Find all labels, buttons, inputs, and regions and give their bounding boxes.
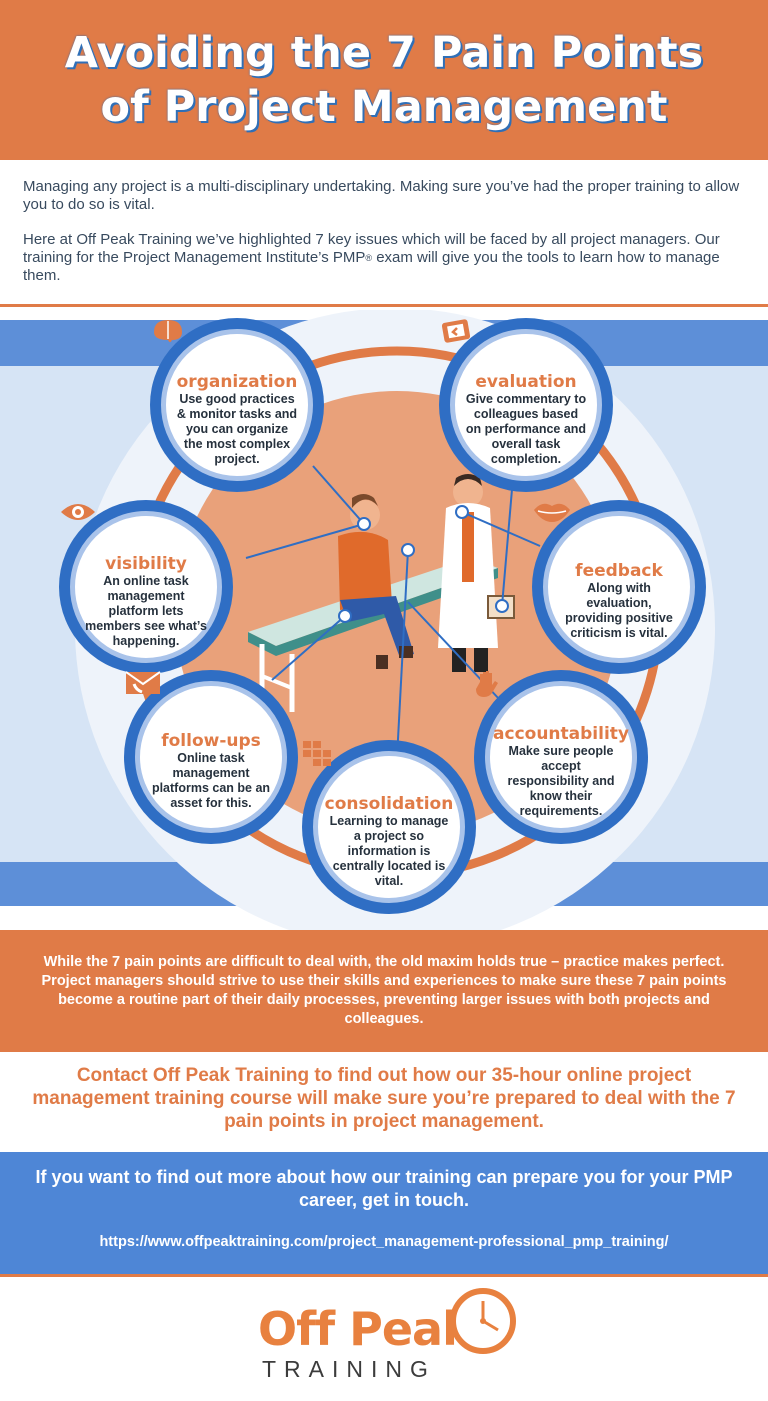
clock-icon	[450, 1288, 516, 1354]
pain-point-description: An online task management platform lets …	[85, 573, 207, 648]
off-peak-training-logo: Off Peak TRAINING	[240, 1282, 540, 1397]
pain-point-heading: visibility	[105, 553, 187, 574]
pain-point-heading: evaluation	[475, 371, 577, 392]
pain-point-feedback: feedback Along with evaluation, providin…	[532, 500, 706, 674]
pain-point-description: Make sure people accept responsibility a…	[507, 743, 615, 818]
divider	[0, 1274, 768, 1277]
pain-point-description: Along with evaluation, providing positiv…	[565, 581, 673, 640]
intro-paragraph-2-text: Here at Off Peak Training we’ve highligh…	[23, 231, 720, 266]
pain-point-heading: consolidation	[324, 793, 454, 814]
pain-point-accountability: accountability Make sure people accept r…	[474, 670, 648, 844]
logo-subtitle: TRAINING	[262, 1356, 436, 1382]
contact-text: Contact Off Peak Training to find out ho…	[32, 1065, 736, 1132]
website-link[interactable]: https://www.offpeaktraining.com/project_…	[99, 1234, 669, 1250]
intro-section: Managing any project is a multi-discipli…	[23, 178, 745, 302]
cta-text: If you want to find out more about how o…	[35, 1167, 733, 1210]
logo-wordmark: Off Peak	[258, 1302, 473, 1356]
summary-text: While the 7 pain points are difficult to…	[41, 954, 727, 1027]
pain-point-description: Learning to manage a project so informat…	[329, 813, 449, 888]
pain-point-follow-ups: follow-ups Online task management platfo…	[124, 670, 298, 844]
divider	[0, 304, 768, 307]
cta-band: If you want to find out more about how o…	[0, 1152, 768, 1274]
pain-point-description: Online task management platforms can be …	[151, 751, 271, 810]
page-title: Avoiding the 7 Pain Points of Project Ma…	[64, 28, 704, 132]
registered-mark: ®	[365, 253, 373, 263]
intro-paragraph-2: Here at Off Peak Training we’ve highligh…	[23, 231, 745, 285]
header-banner: Avoiding the 7 Pain Points of Project Ma…	[0, 0, 768, 160]
intro-paragraph-1: Managing any project is a multi-discipli…	[23, 178, 740, 213]
pain-point-heading: accountability	[493, 723, 629, 744]
pain-point-visibility: visibility An online task management pla…	[59, 500, 233, 674]
pain-point-description: Give commentary to colleagues based on p…	[465, 391, 587, 466]
pain-point-heading: organization	[176, 371, 298, 392]
pain-point-description: Use good practices & monitor tasks and y…	[176, 391, 298, 466]
pain-point-heading: feedback	[575, 561, 663, 581]
pain-points-illustration: organization Use good practices & monito…	[0, 310, 768, 930]
intro-paragraph-2-end: exam will give you the tools to learn ho…	[23, 249, 720, 284]
pain-point-organization: organization Use good practices & monito…	[150, 318, 324, 492]
pain-point-consolidation: consolidation Learning to manage a proje…	[302, 740, 476, 914]
summary-band: While the 7 pain points are difficult to…	[0, 930, 768, 1052]
pain-point-evaluation: evaluation Give commentary to colleagues…	[439, 318, 613, 492]
pain-point-heading: follow-ups	[161, 731, 261, 751]
